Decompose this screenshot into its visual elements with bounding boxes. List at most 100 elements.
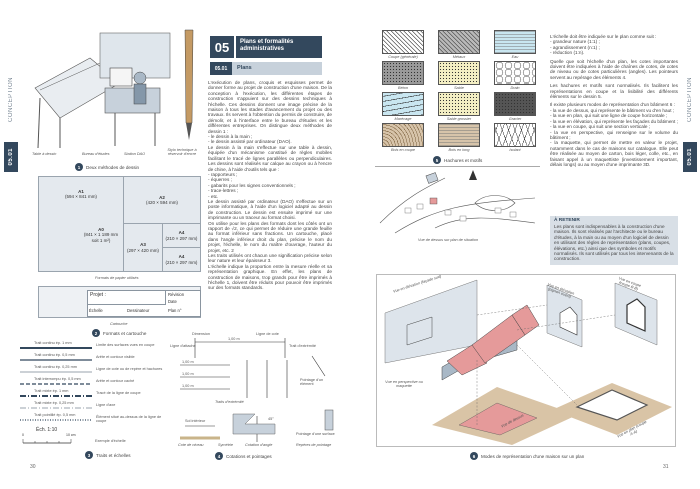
paragraph: Le dessin assisté par ordinateur (DAO) s… — [208, 198, 332, 221]
scale-end: 10 cm — [66, 433, 76, 437]
hatch-swatch — [438, 92, 480, 116]
label-value: 1,00 m — [182, 360, 194, 364]
hatch-label: Bois en coupe — [390, 148, 416, 152]
line-sample — [20, 359, 92, 361]
format-a1-label: A1(594 × 841 mm) — [65, 189, 97, 200]
cartouche-caption: Cartouche — [110, 322, 128, 326]
key-points-title: À RETENIR — [554, 218, 580, 223]
cartouche-diagram: Projet : Révision Date Échelle Dessinate… — [38, 286, 201, 318]
line-type-name: Trait continu ép. 1 mm — [34, 341, 72, 345]
hatch-label: Drain — [510, 86, 520, 90]
chapter-title: Plans et formalités administratives — [236, 36, 322, 58]
paragraph: L'échelle doit être indiquée sur le plan… — [550, 34, 657, 39]
label-end-marks: Traits d'extrémité — [215, 400, 244, 404]
line-type-use: Tracé de la ligne de coupe — [96, 391, 141, 395]
cartouche-drafter: Dessinateur — [127, 308, 150, 313]
section-tab-label: CONCEPTION — [8, 77, 14, 123]
label-value: 1,00 m — [182, 372, 194, 376]
hatch-swatch — [494, 123, 536, 147]
paragraph: - rapporteurs ; — [208, 171, 238, 177]
paragraph: - la vue en plan, qui suit une ligne de … — [550, 113, 668, 119]
cartouche-plan-number: Plan n° — [168, 308, 182, 313]
hatch-swatch — [438, 61, 480, 85]
subsection-code: 05.01 — [210, 62, 232, 75]
line-type-use: Ligne de cote ou de repère et hachures — [96, 367, 163, 371]
hatch-swatch — [382, 123, 424, 147]
paragraph: - agrandissement (n:1) ; — [550, 44, 600, 50]
house-views-illustration — [384, 279, 672, 445]
figure-number-badge: 6 — [470, 452, 478, 460]
line-type-row: Trait interrompu ép. 0,5 mm Arête et con… — [20, 377, 180, 389]
figure-number-badge: 3 — [85, 451, 93, 459]
hatch-label: Gravier — [508, 117, 522, 121]
line-type-row: Trait mixte ép. 1 mm Tracé de la ligne d… — [20, 389, 180, 401]
key-points-text: Les plans sont indispensables à la const… — [554, 224, 674, 262]
line-type-row: Trait continu ép. 0,5 mm Arête et contou… — [20, 353, 180, 365]
hatch-label: Métaux — [452, 55, 466, 59]
paragraph: - équerres ; — [208, 177, 232, 183]
hatch-swatch — [494, 92, 536, 116]
line-sample — [20, 383, 92, 385]
label-symmetry: Symétrie — [218, 443, 233, 447]
cartouche-revision: Révision — [168, 292, 185, 297]
label-angle-value: 45° — [268, 417, 274, 421]
label-element-pointer: Pointage d'un élément — [300, 378, 324, 387]
figure-number-badge: 5 — [433, 156, 441, 164]
hatch-swatch — [382, 92, 424, 116]
line-type-row: Trait continu ép. 0,25 mm Ligne de cote … — [20, 365, 180, 377]
scale-label: Exemple d'échelle — [95, 439, 126, 443]
paragraph: Quelle que soit l'échelle d'un plan, les… — [550, 58, 678, 80]
hatch-swatch — [382, 61, 424, 85]
paragraph: - le dessin assisté par ordinateur (DAO)… — [208, 139, 292, 145]
line-type-use: Ligne d'axe — [96, 403, 116, 407]
hatch-swatch — [382, 30, 424, 54]
label-floor: Sol intérieur — [185, 419, 206, 423]
paragraph: On utilise pour les plans des formats do… — [208, 220, 332, 253]
line-type-name: Trait mixte ép. 0,25 mm — [34, 401, 74, 405]
scale-title: Éch. 1:10 — [36, 427, 58, 433]
line-sample — [20, 395, 92, 397]
format-a4-2: A4(210 × 297 mm) — [162, 247, 201, 272]
line-type-name: Trait continu ép. 0,25 mm — [34, 365, 77, 369]
label-level-dimension: Cote de niveau — [178, 443, 204, 447]
key-points-box: À RETENIR Les plans sont indispensables … — [550, 216, 678, 265]
hatch-label: Isolant — [509, 148, 521, 152]
line-type-use: Arête et contour visible — [96, 355, 135, 359]
figure-number-badge: 4 — [215, 452, 223, 460]
label-extension-line: Ligne d'attache — [170, 344, 196, 348]
hatch-label: Coupe (générale) — [388, 55, 418, 59]
paragraph: - la vue en élévation, qui représente le… — [550, 118, 678, 124]
representation-modes-figure — [376, 274, 676, 447]
scale-start: 0 — [22, 433, 24, 437]
line-type-use: Élément situé au-dessus de la ligne de c… — [96, 415, 162, 424]
section-tab-code-right[interactable]: 05.01 — [683, 142, 697, 172]
chapter-number: 05 — [210, 36, 234, 58]
line-sample — [20, 419, 92, 421]
body-text-right: L'échelle doit être indiquée sur le plan… — [550, 34, 678, 167]
hatch-label: Béton — [398, 86, 408, 90]
format-a3: A3(297 × 420 mm) — [123, 223, 163, 272]
line-sample — [20, 407, 92, 409]
paragraph: - trace-lettres ; — [208, 188, 239, 194]
label-drawing-table: Table à dessin — [32, 152, 57, 156]
section-tab-code[interactable]: 05.01 — [4, 142, 18, 172]
paragraph: - la maquette, qui permet de mettre en v… — [550, 140, 678, 167]
label-perspective: Vue en perspective ou maquette — [385, 380, 423, 389]
label-angle-dimension: Cotation d'angle — [245, 443, 273, 447]
hatch-swatch — [494, 30, 536, 54]
divider — [375, 166, 540, 167]
body-text-left: L'exécution de plans, croquis et esquiss… — [208, 80, 332, 291]
hatch-label: Marécage — [394, 117, 412, 121]
hatch-label: Sable grossier — [446, 117, 472, 121]
paragraph: - la vue de dessus, qui représente le bâ… — [550, 107, 675, 113]
line-types-list: Trait continu ép. 1 mm Limite des surfac… — [20, 341, 180, 425]
paragraph: - la vue en coupe, qui suit une section … — [550, 124, 651, 130]
label-cad-station: Station DAO — [124, 152, 146, 156]
page-number-left: 30 — [30, 464, 36, 470]
label-technical-pen: Stylo technique à réservoir d'encre — [167, 148, 197, 157]
